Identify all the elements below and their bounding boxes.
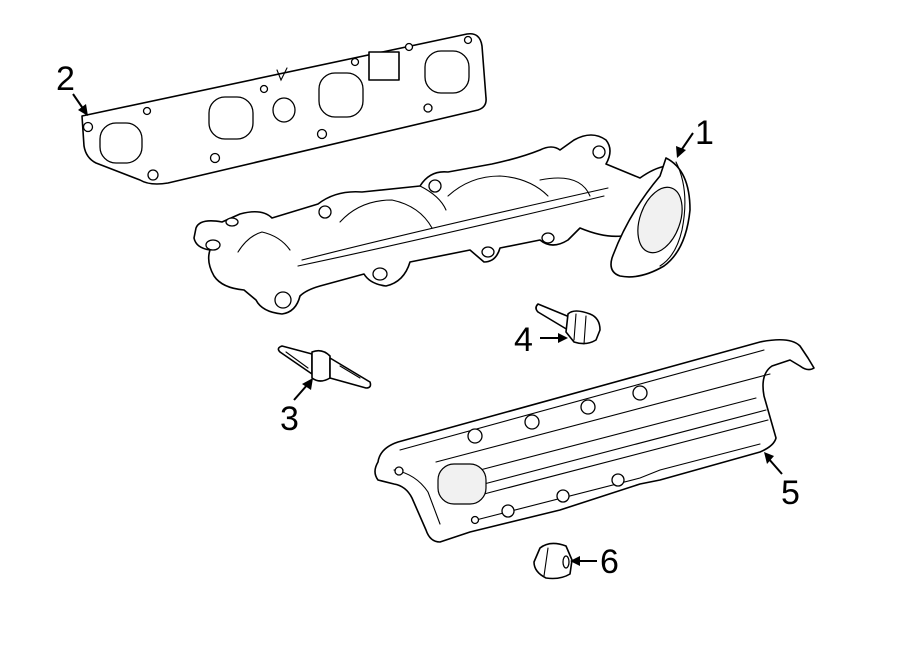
callout-6: 6 bbox=[570, 543, 619, 581]
callout-2-label: 2 bbox=[56, 60, 75, 98]
callout-6-label: 6 bbox=[600, 543, 619, 581]
callout-3: 3 bbox=[280, 378, 313, 438]
callout-1-label: 1 bbox=[695, 114, 714, 152]
callout-3-label: 3 bbox=[280, 400, 299, 438]
gasket-part bbox=[81, 32, 487, 185]
callout-4: 4 bbox=[514, 321, 568, 359]
callout-4-label: 4 bbox=[514, 321, 533, 359]
bolt-part bbox=[535, 303, 601, 345]
callout-5-label: 5 bbox=[781, 474, 800, 512]
exhaust-manifold-part bbox=[193, 134, 691, 315]
heat-shield-part bbox=[374, 338, 815, 543]
nut-part bbox=[533, 542, 573, 580]
callout-1: 1 bbox=[676, 114, 714, 158]
callout-2: 2 bbox=[56, 60, 88, 116]
stud-part bbox=[277, 345, 372, 389]
callout-5: 5 bbox=[764, 452, 800, 512]
